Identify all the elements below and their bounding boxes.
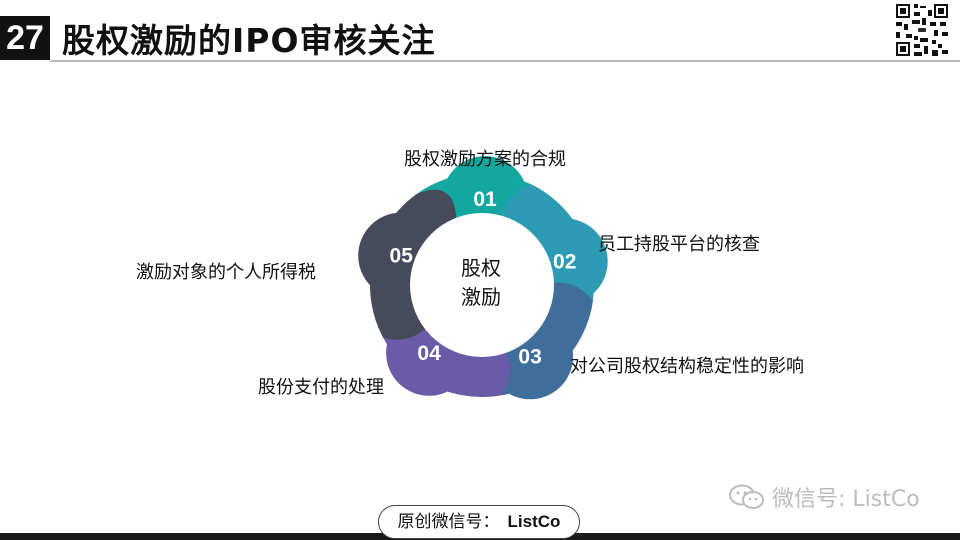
segment-label-01: 股权激励方案的合规 [404, 149, 566, 170]
segment-number-05: 05 [390, 245, 414, 268]
segment-number-02: 02 [553, 250, 576, 273]
segment-label-02: 员工持股平台的核查 [598, 234, 760, 255]
source-name: ListCo [507, 512, 561, 531]
segment-label-05: 激励对象的个人所得税 [136, 262, 316, 283]
wechat-icon [729, 484, 764, 509]
qr-code-icon [894, 2, 950, 58]
watermark-text: 微信号: ListCo [772, 487, 920, 512]
segment-label-04: 股份支付的处理 [258, 377, 384, 398]
diagram-center-label: 股权激励 [461, 256, 501, 309]
segment-number-04: 04 [417, 342, 441, 365]
segment-label-03: 对公司股权结构稳定性的影响 [570, 356, 804, 377]
title-divider [50, 60, 960, 62]
source-badge: 原创微信号： ListCo [378, 505, 580, 539]
slide-number-badge: 27 [0, 16, 50, 60]
wechat-watermark: 微信号: ListCo [728, 481, 920, 513]
source-prefix: 原创微信号： [397, 512, 500, 532]
segment-number-03: 03 [518, 345, 541, 368]
diagram-center-circle [410, 213, 554, 357]
slide-title: 股权激励的IPO审核关注 [62, 21, 436, 60]
segment-number-01: 01 [473, 188, 497, 211]
